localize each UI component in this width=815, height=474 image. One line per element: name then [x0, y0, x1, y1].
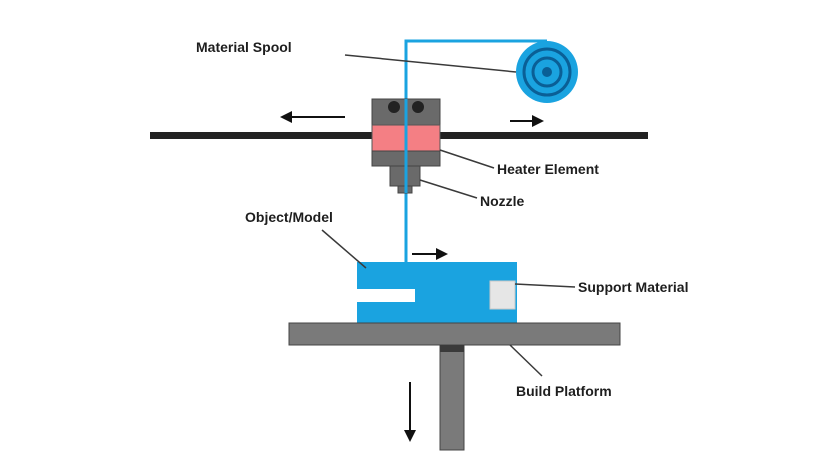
build-platform — [288, 322, 621, 346]
platform-column — [439, 344, 465, 451]
label-material-spool: Material Spool — [196, 39, 292, 55]
label-heater-element: Heater Element — [497, 161, 599, 177]
leader-heater-element — [439, 149, 495, 169]
leader-build-platform — [509, 344, 543, 377]
leader-material-spool — [344, 54, 517, 73]
arrow-object-right — [412, 248, 448, 260]
leader-nozzle — [419, 179, 478, 199]
leader-object-model — [321, 229, 367, 269]
leader-lines — [321, 54, 576, 377]
leader-support-material — [514, 283, 576, 288]
arrow-left — [280, 111, 345, 123]
extruder-head — [371, 98, 441, 194]
drive-gear-right — [412, 101, 424, 113]
label-support-material: Support Material — [578, 279, 688, 295]
label-build-platform: Build Platform — [516, 383, 612, 399]
support-material — [489, 280, 516, 310]
arrow-down — [404, 382, 416, 442]
platform-column-cap — [440, 345, 464, 352]
label-nozzle: Nozzle — [480, 193, 525, 209]
arrow-right — [510, 115, 544, 127]
label-object-model: Object/Model — [245, 209, 333, 225]
drive-gear-left — [388, 101, 400, 113]
material-spool — [516, 41, 578, 103]
